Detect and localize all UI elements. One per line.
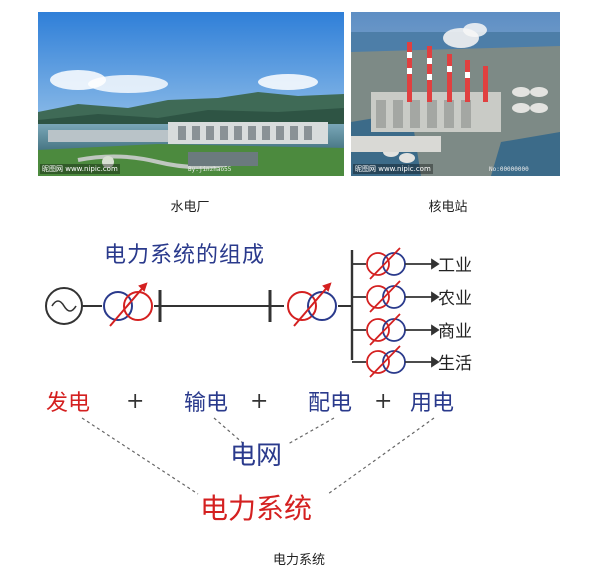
branch-3 (352, 313, 440, 346)
dash-distribution-to-grid (287, 417, 335, 445)
figure-caption: 电力系统 (272, 553, 325, 568)
stage-generation: 发电 (46, 391, 90, 416)
power-system-diagram: 电力系统的组成 工业 农业 商业 生活 发电 + 输电 + 配电 + 用电 电网… (45, 243, 472, 525)
branch-1 (352, 247, 440, 280)
dash-transmission-to-grid (213, 417, 245, 445)
plus-3: + (374, 389, 392, 414)
plus-1: + (126, 389, 144, 414)
load-label-agriculture: 农业 (438, 289, 472, 309)
load-label-residential: 生活 (438, 354, 472, 374)
plus-2: + (250, 389, 268, 414)
system-label: 电力系统 (200, 492, 312, 525)
watermark-left-id: By:jinzhao55 (188, 166, 232, 173)
hydro-plant-caption: 水电厂 (170, 200, 210, 215)
grid-label: 电网 (230, 441, 282, 471)
stage-consumption: 用电 (410, 391, 454, 416)
diagram-title: 电力系统的组成 (104, 243, 265, 268)
stage-distribution: 配电 (308, 391, 352, 416)
dash-generation-to-system (81, 417, 199, 495)
transformer-step-up (103, 282, 153, 327)
nuclear-station-photo: 昵图网 www.nipic.com No:00000000 (351, 12, 560, 176)
load-label-industry: 工业 (438, 256, 472, 276)
hydro-plant-photo: 昵图网 www.nipic.com By:jinzhao55 (38, 12, 344, 176)
stage-transmission: 输电 (184, 391, 228, 416)
load-label-commerce: 商业 (438, 322, 472, 342)
branch-4 (352, 345, 440, 378)
branch-2 (352, 280, 440, 313)
watermark-left: 昵图网 www.nipic.com (40, 164, 120, 174)
watermark-right-id: No:00000000 (489, 166, 529, 173)
transformer-step-down (287, 282, 337, 327)
watermark-right: 昵图网 www.nipic.com (353, 164, 433, 174)
dash-consumption-to-system (327, 417, 435, 495)
nuclear-station-caption: 核电站 (428, 200, 468, 215)
